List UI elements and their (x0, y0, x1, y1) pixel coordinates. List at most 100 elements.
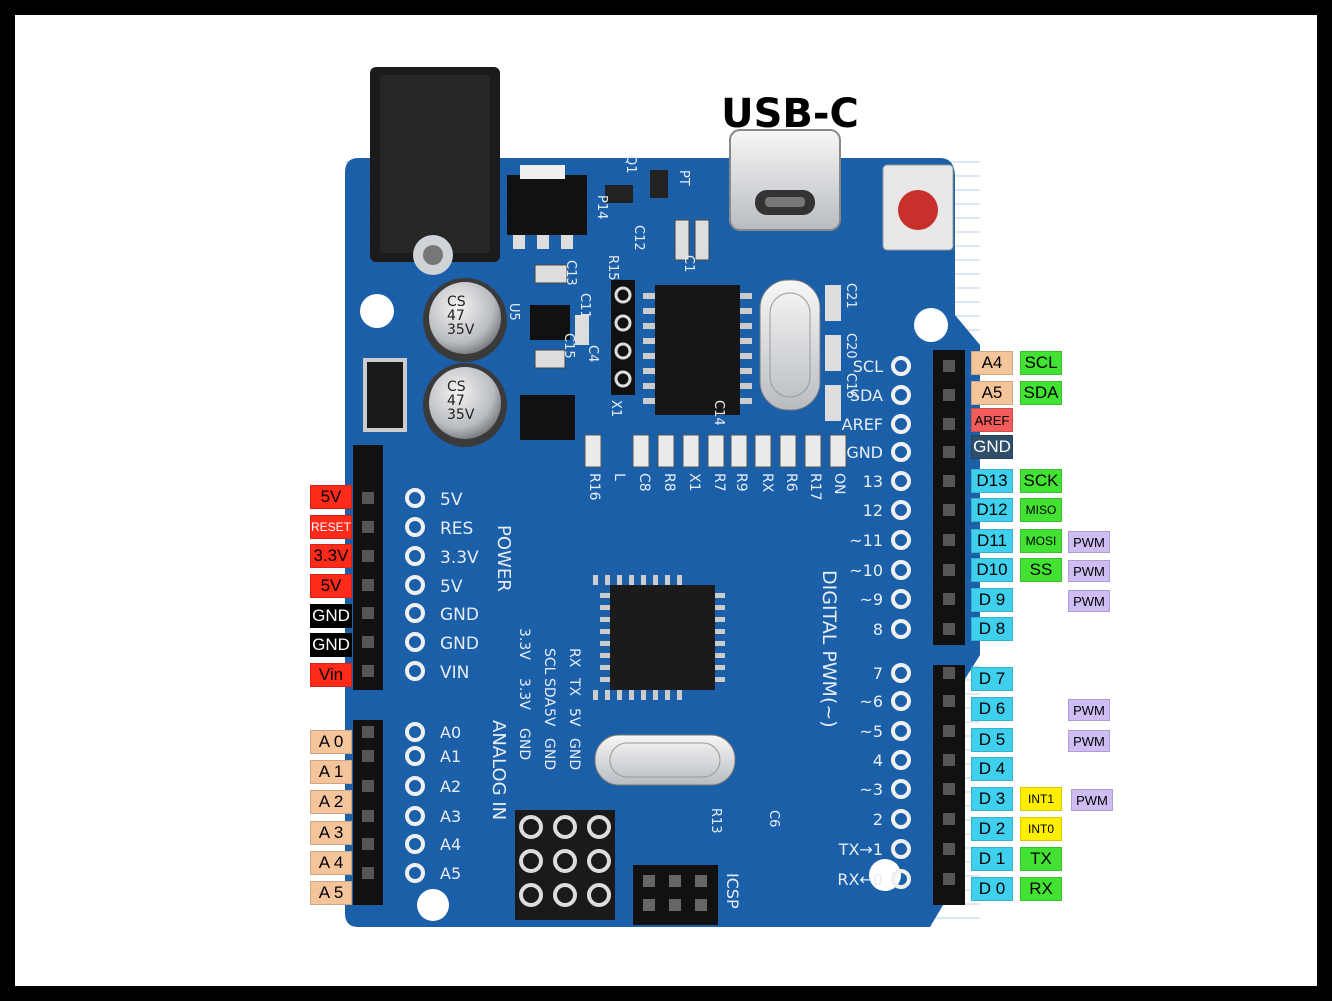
component-silk-label: C12 (631, 225, 646, 251)
digital-silk-label: 8 (873, 620, 883, 639)
component-silk-label: C15 (561, 333, 576, 359)
digital-pin-label: AREF (971, 408, 1013, 432)
capacitor-1 (423, 278, 507, 362)
voltage-regulator (507, 165, 587, 249)
digital-silk-label: ~5 (859, 722, 883, 741)
capacitor-marking: 47 (447, 308, 465, 324)
capacitor-marking: CS (447, 294, 466, 310)
function-label: INT0 (1020, 817, 1062, 841)
component-silk-label: Q1 (623, 155, 638, 174)
led-silk-label: R16 (586, 473, 602, 501)
aux-silk-label: RX (566, 648, 582, 668)
power-title: POWER (493, 525, 514, 592)
mounting-hole (360, 294, 394, 328)
aux-silk-label: 5V (541, 708, 557, 727)
component-silk-label: C20 (843, 333, 858, 359)
analog-silk-label: A2 (440, 777, 461, 796)
dc-barrel-jack (370, 67, 500, 275)
power-pin-label: 5V (310, 485, 352, 509)
power-pin-label: Vin (310, 663, 352, 687)
component-silk-label: U5 (506, 303, 521, 321)
power-silk-label: 3.3V (440, 548, 479, 568)
component-silk-label: C21 (843, 283, 858, 309)
usb-c-connector (729, 129, 841, 231)
digital-silk-label: 2 (873, 810, 883, 829)
aux-silk-label: SCL (541, 648, 557, 675)
digital-pin-label: D 4 (971, 757, 1013, 781)
function-label: RX (1020, 877, 1062, 901)
pwm-label: PWM (1071, 789, 1113, 811)
led-silk-label: R9 (733, 473, 749, 492)
aux-silk-label: GND (541, 738, 557, 770)
digital-pin-label: D 5 (971, 728, 1013, 752)
digital-silk-label: 7 (873, 664, 883, 683)
digital-pin-label: D 0 (971, 877, 1013, 901)
led-silk-label: RX (759, 473, 775, 493)
digital-pin-label: D 9 (971, 588, 1013, 612)
digital-silk-label: SCL (853, 357, 883, 376)
function-label: SS (1020, 558, 1062, 582)
digital-pin-label: D 8 (971, 617, 1013, 641)
capacitor-marking: 35V (447, 407, 475, 423)
function-label: MISO (1020, 498, 1062, 522)
component-silk-label: C11 (577, 293, 592, 319)
analog-pin-label: A 3 (310, 821, 352, 845)
digital-pin-label: A5 (971, 381, 1013, 405)
digital-pin-label: D 3 (971, 787, 1013, 811)
usb-c-title: USB-C (721, 91, 859, 137)
capacitor-marking: CS (447, 379, 466, 395)
pwm-label: PWM (1068, 560, 1110, 582)
component-silk-label: PT (676, 170, 691, 186)
icsp-silk-label: ICSP (723, 873, 742, 909)
digital-pin-label: D10 (971, 558, 1013, 582)
power-silk-label: GND (440, 634, 479, 654)
function-label: SCK (1020, 469, 1062, 493)
crystal-oscillator (759, 279, 821, 411)
analog-pin-label: A 4 (310, 851, 352, 875)
led-silk-label: ON (831, 473, 847, 495)
digital-silk-label: ~6 (859, 692, 883, 711)
digital-pin-label: A4 (971, 351, 1013, 375)
led-silk-label: X1 (686, 473, 702, 492)
analog-pin-label: A 0 (310, 730, 352, 754)
analog-silk-label: A3 (440, 807, 461, 826)
component-silk-label: C4 (585, 345, 600, 362)
digital-pin-label: GND (971, 435, 1013, 459)
function-label: TX (1020, 847, 1062, 871)
digital-silk-label: 4 (873, 751, 883, 770)
digital-pin-label: D 2 (971, 817, 1013, 841)
digital-silk-label: ~9 (859, 590, 883, 609)
power-pin-label: 3.3V (310, 544, 352, 568)
aux-silk-label: 5V (566, 708, 582, 727)
component-silk-label: C6 (766, 810, 781, 827)
digital-silk-label: SDA (850, 386, 883, 405)
pwm-label: PWM (1068, 531, 1110, 553)
pwm-label: PWM (1068, 590, 1110, 612)
component-silk-label: C13 (563, 260, 578, 286)
prog-header (611, 280, 635, 395)
digital-silk-label: TX→1 (838, 840, 883, 859)
aux-silk-label: 3.3V (516, 628, 532, 660)
digital-silk-label: 12 (863, 501, 883, 520)
digital-pin-label: D 7 (971, 667, 1013, 691)
icsp-header (633, 865, 718, 925)
power-silk-label: VIN (440, 663, 469, 683)
aux-silk-label: SDA (541, 678, 557, 707)
analog-silk-label: A0 (440, 723, 461, 742)
digital-pin-label: D13 (971, 469, 1013, 493)
analog-pin-label: A 5 (310, 881, 352, 905)
mounting-hole (914, 308, 948, 342)
led-silk-label: C8 (636, 473, 652, 492)
power-pin-label: GND (310, 604, 352, 628)
digital-silk-label: GND (846, 443, 883, 462)
component-silk-label: C16 (843, 373, 858, 399)
power-pin-label: GND (310, 633, 352, 657)
mcu-crystal (594, 734, 736, 786)
diode (363, 358, 407, 432)
power-silk-label: 5V (440, 577, 463, 597)
component-silk-label: R15 (605, 255, 620, 281)
component-silk-label: R13 (708, 808, 723, 834)
led-silk-label: R8 (661, 473, 677, 492)
led-silk-label: L (611, 473, 627, 481)
